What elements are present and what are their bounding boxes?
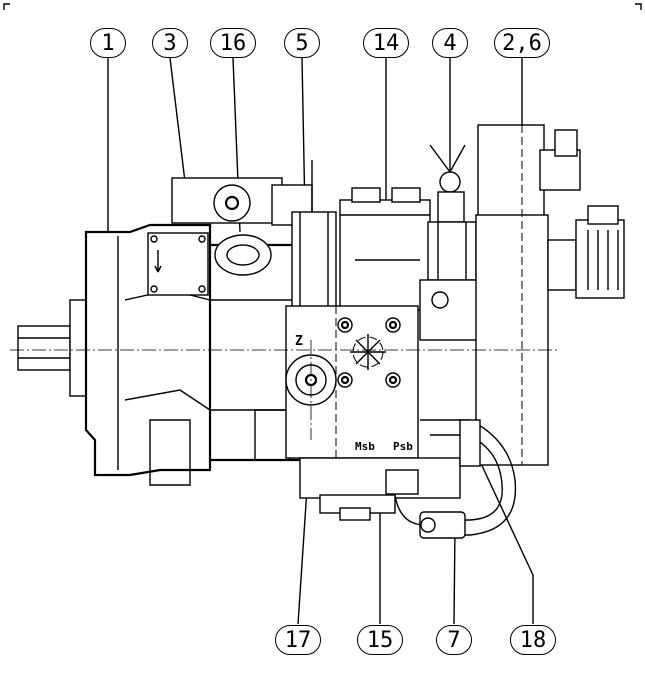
drive-shaft xyxy=(17,299,87,397)
control-block-14 xyxy=(339,187,431,311)
manifold-block xyxy=(285,305,461,521)
pump-housing xyxy=(84,223,302,486)
callout-3: 3 xyxy=(152,28,188,58)
bolt-holes xyxy=(337,317,401,388)
drain-pipe-7-18 xyxy=(394,419,517,539)
port-label-msb: Msb xyxy=(355,440,375,453)
callout-18: 18 xyxy=(510,625,556,655)
leader-lines xyxy=(107,57,534,625)
adjusting-valve-4 xyxy=(419,144,481,341)
solenoid-2-6 xyxy=(475,124,625,466)
callout-14: 14 xyxy=(363,28,409,58)
callout-1: 1 xyxy=(90,28,126,58)
port-label-psb: Psb xyxy=(393,440,413,453)
port-label-z: Z xyxy=(295,334,303,349)
callout-15: 15 xyxy=(357,625,403,655)
callout-7: 7 xyxy=(436,625,472,655)
frame-corners xyxy=(3,3,642,10)
stroke-piston-5 xyxy=(291,211,337,313)
callout-4: 4 xyxy=(432,28,468,58)
callout-16: 16 xyxy=(210,28,256,58)
callout-17: 17 xyxy=(275,625,321,655)
callout-5: 5 xyxy=(284,28,320,58)
callout-2-6: 2,6 xyxy=(494,28,550,58)
